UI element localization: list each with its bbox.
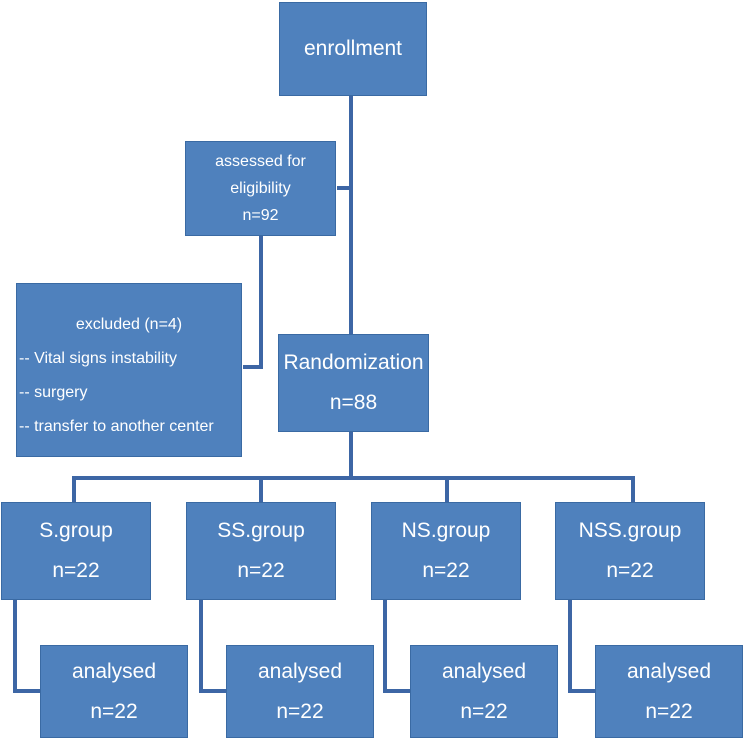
analysed-count: n=22 — [276, 699, 324, 723]
analysed-label: analysed — [441, 659, 527, 683]
connector-randomization-down — [349, 432, 353, 478]
enrollment-label: enrollment — [303, 37, 403, 60]
connector-group-4-down — [568, 600, 572, 693]
connector-enrollment-to-randomization — [349, 96, 353, 334]
excluded-title: excluded (n=4) — [75, 316, 183, 333]
randomization-count: n=88 — [329, 391, 378, 414]
randomization-box: Randomization n=88 — [278, 334, 429, 432]
connector-group-bar — [72, 476, 635, 480]
group-box-3: NS.group n=22 — [371, 502, 521, 600]
group-name: S.group — [39, 519, 113, 542]
analysed-box-3: analysed n=22 — [410, 645, 558, 738]
connector-eligibility-branch — [337, 186, 353, 190]
excluded-reason-1: -- Vital signs instability — [19, 350, 177, 367]
analysed-box-1: analysed n=22 — [40, 645, 188, 738]
analysed-count: n=22 — [645, 699, 693, 723]
connector-group-2-down — [199, 600, 203, 693]
analysed-count: n=22 — [90, 699, 138, 723]
group-count: n=22 — [52, 559, 100, 582]
connector-group-2-to-analysed — [199, 689, 227, 693]
connector-to-group-3 — [445, 476, 449, 502]
excluded-box: excluded (n=4) -- Vital signs instabilit… — [16, 283, 242, 457]
analysed-count: n=22 — [460, 699, 508, 723]
group-count: n=22 — [606, 559, 654, 582]
analysed-box-4: analysed n=22 — [595, 645, 743, 738]
connector-to-group-4 — [631, 476, 635, 502]
excluded-reason-3: -- transfer to another center — [19, 418, 214, 435]
group-box-2: SS.group n=22 — [186, 502, 336, 600]
analysed-label: analysed — [626, 659, 712, 683]
excluded-reason-2: -- surgery — [19, 384, 88, 401]
group-count: n=22 — [422, 559, 470, 582]
connector-exclusion-branch — [243, 365, 263, 369]
group-count: n=22 — [237, 559, 285, 582]
eligibility-line-2: eligibility — [230, 180, 291, 197]
connector-group-3-down — [383, 600, 387, 693]
randomization-label: Randomization — [283, 351, 424, 374]
analysed-label: analysed — [257, 659, 343, 683]
connector-to-group-1 — [72, 476, 76, 502]
eligibility-line-1: assessed for — [215, 153, 306, 170]
connector-group-1-down — [13, 600, 17, 693]
connector-group-3-to-analysed — [383, 689, 411, 693]
group-name: NSS.group — [578, 519, 682, 542]
enrollment-box: enrollment — [279, 2, 427, 96]
group-box-1: S.group n=22 — [1, 502, 151, 600]
analysed-label: analysed — [71, 659, 157, 683]
connector-eligibility-down — [259, 236, 263, 369]
eligibility-box: assessed for eligibility n=92 — [185, 141, 336, 236]
eligibility-count: n=92 — [242, 207, 279, 224]
group-name: SS.group — [217, 519, 305, 542]
connector-group-1-to-analysed — [13, 689, 41, 693]
analysed-box-2: analysed n=22 — [226, 645, 374, 738]
group-box-4: NSS.group n=22 — [555, 502, 705, 600]
connector-to-group-2 — [259, 476, 263, 502]
connector-group-4-to-analysed — [568, 689, 596, 693]
group-name: NS.group — [401, 519, 491, 542]
